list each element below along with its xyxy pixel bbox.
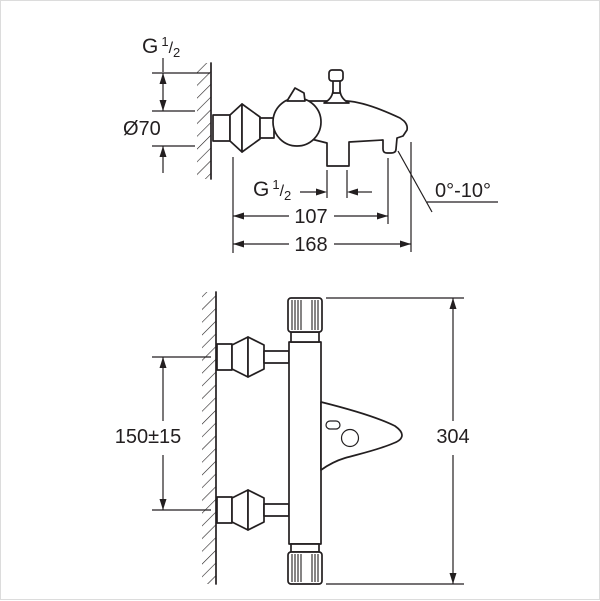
spout	[320, 401, 403, 471]
arrowhead-up	[159, 73, 167, 84]
wall-hatching	[197, 63, 211, 179]
dim-107-label: 107	[294, 206, 327, 228]
arrowhead-right	[400, 240, 411, 248]
handle-ring-top	[290, 331, 320, 343]
diverter-knob	[323, 69, 350, 104]
angle-label: 0°-10°	[435, 180, 491, 202]
union-nut	[216, 343, 233, 371]
angle-line	[397, 150, 433, 213]
arrowhead-left	[347, 188, 358, 196]
inlet-neck	[263, 350, 290, 364]
arrowhead-left	[233, 240, 244, 248]
spout-angle-indication: 0°-10°	[397, 150, 498, 213]
diverter-stem	[332, 79, 341, 94]
dim-168-label: 168	[294, 234, 327, 256]
escutcheon-cone-back	[231, 336, 249, 378]
handle-top-knurling	[291, 300, 319, 330]
arrowhead-down	[159, 499, 167, 510]
escutcheon-cone-back	[231, 489, 249, 531]
connector-pipe	[259, 117, 275, 139]
dimension-107: 107	[232, 157, 389, 253]
arrowhead-down	[449, 573, 457, 584]
wall-hatching	[202, 292, 216, 584]
dim-150-label: 150±15	[115, 426, 182, 448]
dimension-168: 168	[233, 142, 412, 256]
diverter-cap	[328, 69, 344, 82]
front-view: 150±15 304	[115, 291, 470, 585]
escutcheon-cone-front	[247, 489, 265, 531]
escutcheon-cone-front	[241, 103, 261, 153]
lever-handle	[286, 87, 306, 102]
wall-union	[212, 103, 275, 153]
inlet-neck	[263, 503, 290, 517]
union-nut	[212, 114, 231, 142]
dimension-304: 304	[326, 297, 470, 585]
handle-bottom	[287, 551, 323, 585]
body-tube	[288, 341, 322, 545]
inlet-union-bottom	[216, 489, 290, 531]
dimension-escutcheon-diameter: Ø70	[123, 118, 195, 173]
arrowhead-right	[316, 188, 327, 196]
dim-304-label: 304	[436, 426, 469, 448]
dimension-150: 150±15	[115, 356, 211, 511]
arrowhead-right	[377, 212, 388, 220]
spout	[306, 100, 409, 167]
escutcheon-cone-back	[229, 103, 243, 153]
arrowhead-left	[233, 212, 244, 220]
inlet-union-top	[216, 336, 290, 378]
handle-top	[287, 297, 323, 333]
aerator-outlet	[340, 428, 360, 448]
arrowhead-up	[159, 357, 167, 368]
spout-slot	[325, 420, 341, 430]
union-nut	[216, 496, 233, 524]
diameter-label: Ø70	[123, 118, 161, 140]
arrowhead-up	[449, 298, 457, 309]
mixer-body	[272, 97, 322, 147]
handle-ring-bottom	[290, 543, 320, 553]
diverter-skirt	[323, 90, 350, 104]
handle-bottom-knurling	[291, 554, 319, 582]
escutcheon-cone-front	[247, 336, 265, 378]
arrowhead-down	[159, 100, 167, 111]
thermostat-body	[287, 297, 403, 585]
